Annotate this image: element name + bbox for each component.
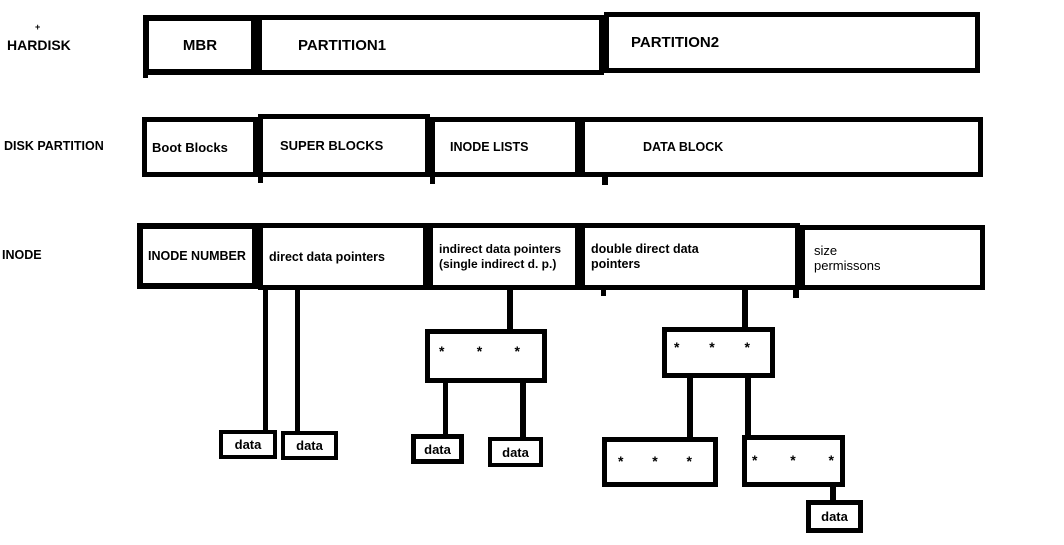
tick-mark	[602, 176, 608, 185]
data-leaf-box: data	[806, 500, 863, 533]
inode-lists-box: INODE LISTS	[430, 117, 580, 177]
tick-mark	[143, 74, 148, 78]
data-block-label: DATA BLOCK	[643, 140, 724, 154]
double-direct-label-line2: pointers	[591, 256, 641, 271]
star-glyph: *	[618, 453, 624, 469]
star-glyph: *	[476, 343, 483, 359]
data-leaf-label: data	[502, 444, 529, 460]
row-label-hardisk: HARDISK	[7, 37, 71, 53]
connector-line-direct-2	[295, 288, 300, 434]
star-glyph: *	[709, 339, 715, 355]
indirect-pointers-box: indirect data pointers (single indirect …	[428, 223, 580, 290]
tick-mark	[430, 176, 435, 184]
data-leaf-label: data	[821, 509, 848, 524]
row-label-disk-partition: DISK PARTITION	[4, 139, 104, 153]
data-leaf-box: data	[219, 430, 277, 459]
size-permissions-box: size permissons	[800, 225, 985, 290]
direct-pointers-label: direct data pointers	[269, 249, 385, 264]
mbr-label: MBR	[182, 36, 218, 54]
tick-mark	[793, 289, 799, 298]
inode-number-box: INODE NUMBER	[137, 223, 258, 289]
permissions-label: permissons	[814, 257, 881, 273]
double-indirect-pointer-block-level2-right: * * *	[742, 435, 845, 487]
data-leaf-box: data	[488, 437, 543, 467]
inode-lists-label: INODE LISTS	[450, 140, 529, 154]
partition2-box: PARTITION2	[604, 12, 980, 73]
tick-mark	[601, 289, 606, 296]
boot-blocks-box: Boot Blocks	[142, 117, 258, 177]
connector-line-level2-to-data	[830, 485, 836, 503]
double-direct-label-line1: double direct data	[591, 241, 699, 256]
indirect-pointers-label-line2: (single indirect d. p.)	[439, 256, 557, 271]
indirect-pointers-label-line1: indirect data pointers	[439, 241, 562, 256]
row-label-inode: INODE	[2, 248, 42, 262]
connector-line-direct-1	[263, 288, 268, 432]
tick-mark	[258, 176, 263, 183]
star-glyph: *	[790, 452, 796, 468]
star-glyph: *	[439, 343, 445, 359]
double-indirect-pointer-block-level2-left: * * *	[602, 437, 718, 487]
stray-plus-mark: +	[35, 22, 41, 32]
data-block-box: DATA BLOCK	[580, 117, 983, 177]
connector-line-double-right	[745, 375, 751, 438]
star-glyph: *	[674, 339, 680, 355]
star-glyph: *	[686, 453, 692, 469]
data-leaf-label: data	[424, 441, 451, 457]
mbr-box: MBR	[143, 15, 257, 75]
partition1-box: PARTITION1	[257, 15, 604, 75]
double-direct-pointers-box: double direct data pointers	[580, 223, 800, 290]
data-leaf-box: data	[281, 431, 338, 460]
connector-line-indirect	[507, 288, 513, 333]
direct-pointers-box: direct data pointers	[258, 223, 428, 290]
single-indirect-pointer-block: * * *	[425, 329, 547, 383]
connector-line-double	[742, 288, 748, 330]
star-glyph: *	[514, 343, 520, 359]
inode-number-label: INODE NUMBER	[148, 249, 246, 263]
connector-line-indirect-right	[520, 380, 526, 441]
super-blocks-box: SUPER BLOCKS	[258, 114, 430, 177]
boot-blocks-label: Boot Blocks	[152, 139, 228, 155]
data-leaf-label: data	[234, 437, 262, 452]
star-glyph: *	[828, 452, 834, 468]
star-glyph: *	[752, 452, 758, 468]
data-leaf-box: data	[411, 434, 464, 464]
partition2-label: PARTITION2	[631, 34, 720, 51]
double-indirect-pointer-block-level1: * * *	[662, 327, 775, 378]
connector-line-double-left	[687, 375, 693, 439]
size-label: size	[814, 242, 838, 258]
star-glyph: *	[652, 453, 658, 469]
star-glyph: *	[744, 339, 750, 355]
data-leaf-label: data	[296, 438, 323, 453]
connector-line-indirect-left	[443, 380, 448, 437]
super-blocks-label: SUPER BLOCKS	[280, 138, 384, 153]
partition1-label: PARTITION1	[298, 36, 387, 54]
